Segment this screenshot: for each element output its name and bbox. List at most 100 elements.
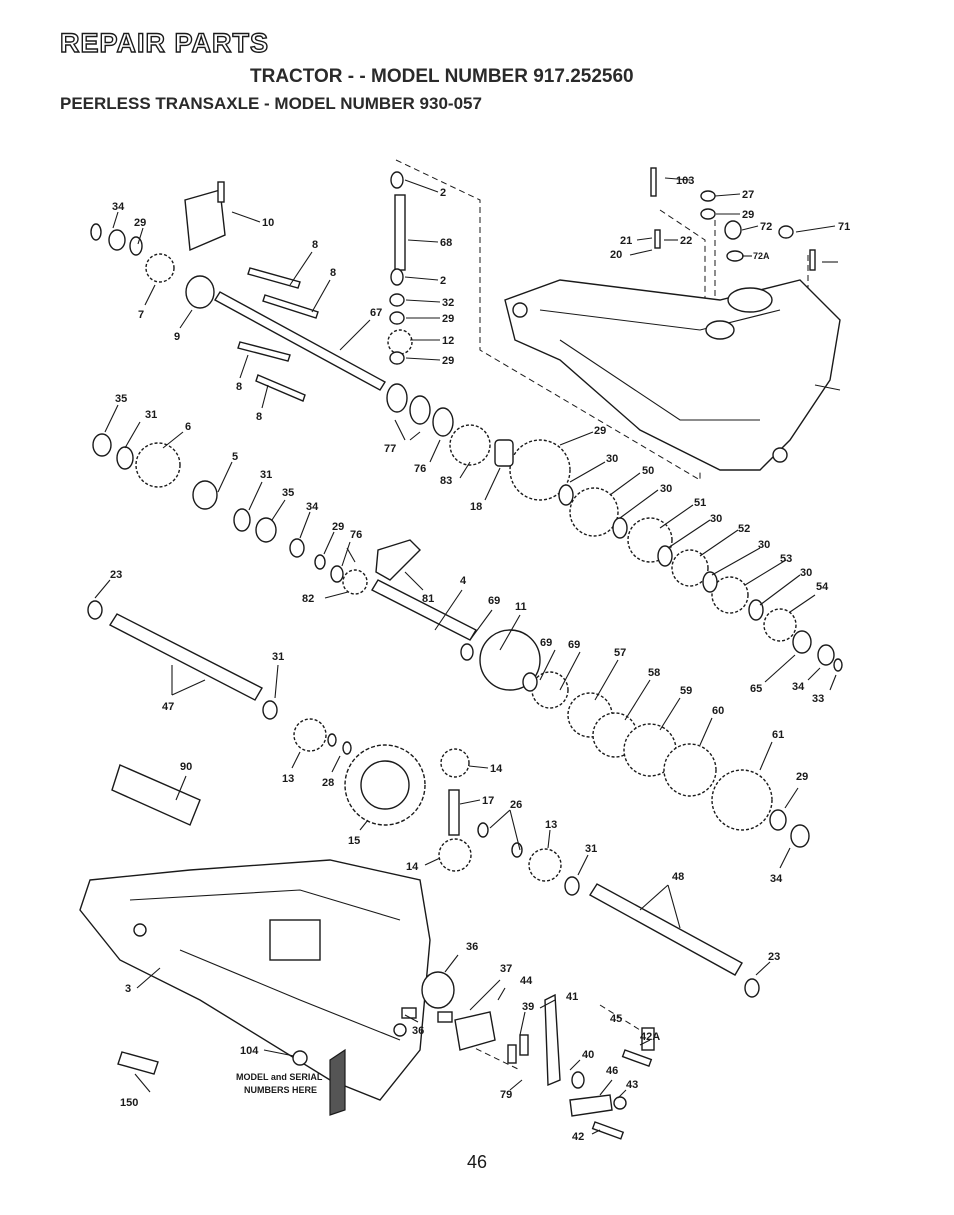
callout-30e: 30: [800, 567, 812, 579]
callout-8d: 8: [256, 411, 262, 423]
callout-39: 39: [522, 1001, 534, 1013]
callout-47: 47: [162, 701, 174, 713]
callout-59: 59: [680, 685, 692, 697]
callout-13b: 13: [545, 819, 557, 831]
callout-13: 13: [282, 773, 294, 785]
callout-72: 72: [760, 221, 772, 233]
callout-30c: 30: [710, 513, 722, 525]
upper-housing: [504, 279, 841, 471]
callout-14: 14: [490, 763, 503, 775]
callout-58: 58: [648, 667, 660, 679]
gears: [135, 253, 797, 882]
callout-29e: 29: [332, 521, 344, 533]
callout-33: 33: [812, 693, 824, 705]
callout-29b: 29: [442, 313, 454, 325]
callout-6: 6: [185, 421, 191, 433]
callout-7: 7: [138, 309, 144, 321]
callout-34: 34: [112, 201, 125, 213]
callout-68: 68: [440, 237, 452, 249]
callout-8c: 8: [236, 381, 242, 393]
callout-61: 61: [772, 729, 784, 741]
levers-and-brackets: [117, 167, 816, 1140]
callout-41: 41: [566, 991, 578, 1003]
callout-42a: 42A: [640, 1031, 660, 1043]
callout-27: 27: [742, 189, 754, 201]
callout-43: 43: [626, 1079, 638, 1091]
callout-81: 81: [422, 593, 434, 605]
callout-103: 103: [676, 175, 694, 187]
callout-90: 90: [180, 761, 192, 773]
callout-29c: 29: [442, 355, 454, 367]
callout-37: 37: [500, 963, 512, 975]
callout-35: 35: [115, 393, 127, 405]
callout-52: 52: [738, 523, 750, 535]
callout-leader-lines: [94, 177, 841, 1135]
serial-stamp-line-2: NUMBERS HERE: [244, 1085, 317, 1095]
callout-34c: 34: [792, 681, 805, 693]
callout-29g: 29: [796, 771, 808, 783]
transaxle-model-heading: PEERLESS TRANSAXLE - MODEL NUMBER 930-05…: [60, 94, 482, 113]
callout-150: 150: [120, 1097, 138, 1109]
callout-65: 65: [750, 683, 762, 695]
callout-76: 76: [414, 463, 426, 475]
callout-31: 31: [145, 409, 157, 421]
callout-77: 77: [384, 443, 396, 455]
callout-79: 79: [500, 1089, 512, 1101]
callout-28: 28: [322, 777, 334, 789]
washers-and-bearings: [87, 171, 843, 1089]
callout-40: 40: [582, 1049, 594, 1061]
callout-31d: 31: [585, 843, 597, 855]
callout-12: 12: [442, 335, 454, 347]
callout-29: 29: [742, 209, 754, 221]
callout-2b: 2: [440, 275, 446, 287]
callout-23: 23: [110, 569, 122, 581]
callout-44: 44: [520, 975, 533, 987]
callout-50: 50: [642, 465, 654, 477]
callout-69c: 69: [568, 639, 580, 651]
callout-29d: 29: [134, 217, 146, 229]
callout-23b: 23: [768, 951, 780, 963]
callout-11: 11: [515, 601, 527, 613]
page-title: REPAIR PARTS: [59, 27, 270, 58]
serial-stamp-line-1: MODEL and SERIAL: [236, 1072, 323, 1082]
callout-82: 82: [302, 593, 314, 605]
callout-36: 36: [466, 941, 478, 953]
callout-15: 15: [348, 835, 360, 847]
callout-48: 48: [672, 871, 684, 883]
callout-20: 20: [610, 249, 622, 261]
callout-labels: 103 27 29 72 72A 71 21 22 20 2 68 2 32 2…: [110, 175, 850, 1143]
callout-29f: 29: [594, 425, 606, 437]
callout-32: 32: [442, 297, 454, 309]
callout-72a: 72A: [753, 251, 770, 261]
callout-67: 67: [370, 307, 382, 319]
callout-30d: 30: [758, 539, 770, 551]
callout-4: 4: [460, 575, 467, 587]
page-number: 46: [466, 1152, 488, 1172]
shafts: [108, 194, 743, 976]
callout-3: 3: [125, 983, 131, 995]
callout-70: 76: [350, 529, 362, 541]
callout-30: 30: [606, 453, 618, 465]
callout-51: 51: [694, 497, 706, 509]
callout-60: 60: [712, 705, 724, 717]
callout-34d: 34: [770, 873, 783, 885]
callout-8: 8: [312, 239, 318, 251]
callout-104: 104: [240, 1045, 259, 1057]
callout-10: 10: [262, 217, 274, 229]
callout-22: 22: [680, 235, 692, 247]
callout-53: 53: [780, 553, 792, 565]
callout-30b: 30: [660, 483, 672, 495]
callout-38: 36: [412, 1025, 424, 1037]
callout-34b: 34: [306, 501, 319, 513]
callout-54: 54: [816, 581, 829, 593]
callout-42: 42: [572, 1131, 584, 1143]
lower-housing: [79, 859, 431, 1116]
callout-31c: 31: [272, 651, 284, 663]
tractor-model-heading: TRACTOR - - MODEL NUMBER 917.252560: [250, 66, 634, 87]
callout-26: 26: [510, 799, 522, 811]
callout-46: 46: [606, 1065, 618, 1077]
callout-9: 9: [174, 331, 180, 343]
callout-35b: 35: [282, 487, 294, 499]
callout-45: 45: [610, 1013, 622, 1025]
